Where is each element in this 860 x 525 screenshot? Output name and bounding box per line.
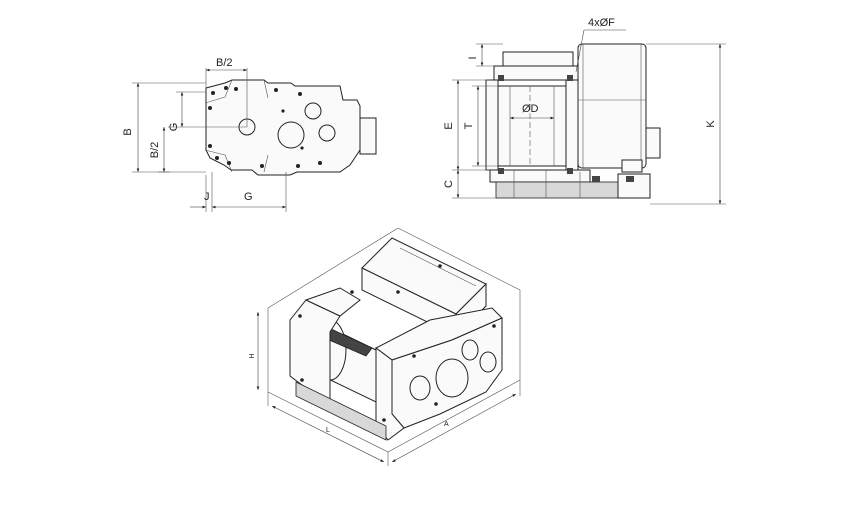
isometric-view: H L A [249,227,521,466]
front-view-motor [577,43,647,169]
dim-4x-phi-f: 4xØF [588,17,615,29]
front-view-left-plate [485,79,499,171]
iso-bolts [298,264,496,422]
iso-hole-shaft [409,375,431,401]
side-view: B/2 B G B/2 J G [122,57,377,212]
dim-b-half-left: B/2 [149,142,161,159]
iso-dim-l: L [326,427,330,434]
dim-j-bottom: J [204,191,210,203]
dim-i: I [467,56,479,59]
dim-b-left: B [122,128,134,135]
dim-b-half-top: B/2 [216,57,233,69]
front-view-top-cap [502,51,574,67]
side-view-hole-1 [304,102,322,120]
dim-g-left: G [168,123,180,132]
front-view-motor-terminal [645,127,661,159]
iso-hole-large [435,358,469,398]
dim-phi-d: ØD [522,103,539,115]
side-view-bolts [208,86,322,168]
dim-t: T [463,122,475,129]
dim-c: C [443,180,455,188]
iso-hole-2 [479,351,497,373]
dim-k: K [705,120,717,128]
front-view: ØD 4xØF I E T C K [443,17,726,205]
front-view-bolts [498,75,634,182]
front-view-right-plate [565,79,579,171]
iso-hole-1 [461,339,479,361]
iso-dim-a: A [444,421,449,428]
front-view-motor-foot [621,159,643,173]
dim-g-bottom: G [244,191,253,203]
side-view-hole-2 [318,124,336,142]
iso-dim-h: H [249,353,256,358]
front-view-drum [497,85,567,167]
iso-left-housing-top [304,287,361,317]
side-view-flange [359,117,377,155]
front-view-base [489,169,591,183]
side-view-large-hole [277,121,305,149]
dim-e: E [443,122,455,129]
